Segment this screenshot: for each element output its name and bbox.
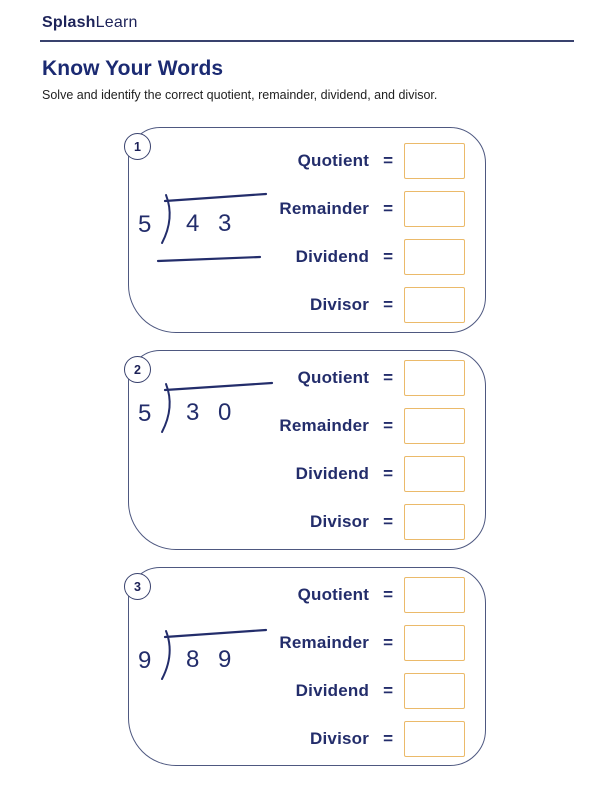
answer-row-dividend: Dividend =	[279, 673, 465, 709]
quotient-label: Quotient	[297, 368, 370, 387]
answer-row-quotient: Quotient =	[279, 360, 465, 396]
problem-card-3: 3 9 8 9 Quotient = Remainder = Dividend …	[124, 567, 486, 766]
divisor-label: Divisor	[310, 295, 370, 314]
divisor-answer-box[interactable]	[404, 287, 465, 323]
dividend-answer-box[interactable]	[404, 673, 465, 709]
answer-rows: Quotient = Remainder = Dividend = Diviso…	[279, 577, 465, 757]
division-vinculum	[163, 381, 274, 392]
quotient-answer-box[interactable]	[404, 360, 465, 396]
answer-rows: Quotient = Remainder = Dividend = Diviso…	[279, 360, 465, 540]
answer-row-dividend: Dividend =	[279, 456, 465, 492]
dividend-answer-box[interactable]	[404, 239, 465, 275]
answer-row-remainder: Remainder =	[279, 625, 465, 661]
problem-2-number-badge: 2	[124, 356, 151, 383]
problem-number: 1	[134, 139, 141, 154]
divisor-digit: 5	[138, 400, 151, 427]
problem-number: 2	[134, 362, 141, 377]
divisor-label: Divisor	[310, 729, 370, 748]
answer-row-remainder: Remainder =	[279, 408, 465, 444]
remainder-label: Remainder	[279, 416, 370, 435]
division-vinculum	[163, 628, 268, 639]
division-bracket	[161, 194, 171, 244]
remainder-answer-box[interactable]	[404, 191, 465, 227]
dividend-label: Dividend	[295, 247, 370, 266]
dividend-label: Dividend	[295, 681, 370, 700]
answer-row-quotient: Quotient =	[279, 577, 465, 613]
problem-card-1: 1 5 4 3 Quotient = Remainder = Dividend …	[124, 127, 486, 333]
division-bracket	[161, 383, 171, 433]
remainder-answer-box[interactable]	[404, 408, 465, 444]
divisor-answer-box[interactable]	[404, 721, 465, 757]
remainder-label: Remainder	[279, 633, 370, 652]
equals-sign: =	[383, 464, 393, 483]
long-division-figure-1: 5 4 3	[138, 192, 268, 263]
problem-3-number-badge: 3	[124, 573, 151, 600]
dividend-answer-box[interactable]	[404, 456, 465, 492]
remainder-label: Remainder	[279, 199, 370, 218]
page-title: Know Your Words	[42, 57, 224, 80]
answer-row-divisor: Divisor =	[279, 287, 465, 323]
equals-sign: =	[383, 633, 393, 652]
answer-row-divisor: Divisor =	[279, 721, 465, 757]
equals-sign: =	[383, 199, 393, 218]
dividend-digits: 3 0	[186, 399, 237, 426]
quotient-answer-box[interactable]	[404, 143, 465, 179]
equals-sign: =	[383, 729, 393, 748]
dividend-digits: 8 9	[186, 646, 237, 673]
equals-sign: =	[383, 151, 393, 170]
dividend-digits: 4 3	[186, 210, 237, 237]
division-bracket	[161, 630, 171, 680]
equals-sign: =	[383, 247, 393, 266]
answer-work-line	[156, 255, 262, 263]
division-vinculum	[163, 192, 268, 203]
problem-card-2: 2 5 3 0 Quotient = Remainder = Dividend …	[124, 350, 486, 550]
equals-sign: =	[383, 681, 393, 700]
dividend-label: Dividend	[295, 464, 370, 483]
long-division-figure-3: 9 8 9	[138, 628, 268, 680]
answer-rows: Quotient = Remainder = Dividend = Diviso…	[279, 143, 465, 323]
problem-number: 3	[134, 579, 141, 594]
problem-1-number-badge: 1	[124, 133, 151, 160]
remainder-answer-box[interactable]	[404, 625, 465, 661]
divisor-answer-box[interactable]	[404, 504, 465, 540]
answer-row-quotient: Quotient =	[279, 143, 465, 179]
quotient-answer-box[interactable]	[404, 577, 465, 613]
answer-row-dividend: Dividend =	[279, 239, 465, 275]
equals-sign: =	[383, 368, 393, 387]
quotient-label: Quotient	[297, 585, 370, 604]
logo-text-learn: Learn	[95, 14, 138, 31]
answer-row-remainder: Remainder =	[279, 191, 465, 227]
quotient-label: Quotient	[297, 151, 370, 170]
divisor-digit: 9	[138, 647, 151, 674]
answer-row-divisor: Divisor =	[279, 504, 465, 540]
equals-sign: =	[383, 585, 393, 604]
header-divider-line	[40, 40, 574, 42]
divisor-label: Divisor	[310, 512, 370, 531]
divisor-digit: 5	[138, 211, 151, 238]
long-division-figure-2: 5 3 0	[138, 381, 274, 433]
splashlearn-logo: SplashLearn	[42, 14, 138, 32]
equals-sign: =	[383, 295, 393, 314]
equals-sign: =	[383, 416, 393, 435]
logo-text-splash: Splash	[42, 14, 96, 31]
instruction-text: Solve and identify the correct quotient,…	[42, 88, 438, 102]
equals-sign: =	[383, 512, 393, 531]
